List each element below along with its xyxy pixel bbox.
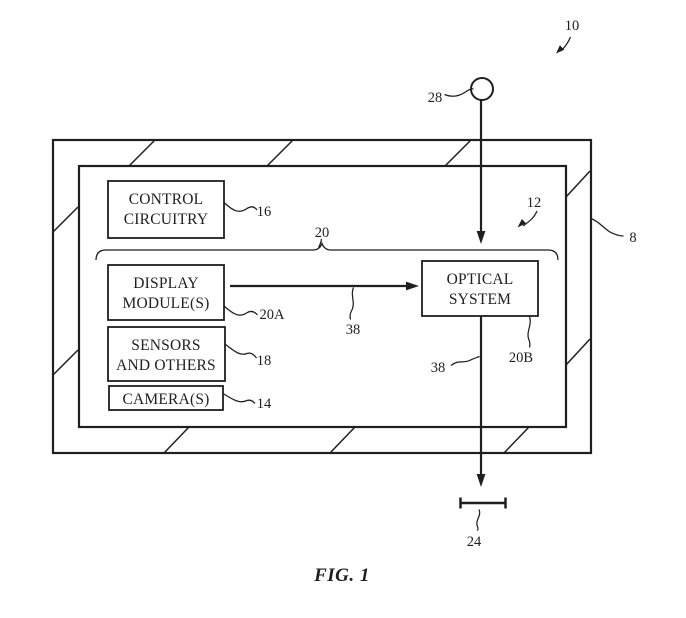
light-ray-upper-arrowhead-icon — [476, 231, 486, 244]
hatch-left-2 — [52, 349, 79, 376]
lead-line-8 — [590, 217, 624, 237]
ref-16-label: 16 — [257, 204, 272, 220]
hatch-top-3 — [444, 139, 472, 167]
lead-line-38-upper — [349, 287, 355, 320]
ref-38-upper-label: 38 — [346, 322, 361, 338]
ref-10-label: 10 — [565, 18, 580, 34]
ref-14-label: 14 — [257, 396, 272, 412]
sensors-label-line1: SENSORS — [131, 337, 200, 354]
hatch-bottom-3 — [503, 426, 530, 454]
hatch-bottom-2 — [329, 426, 356, 454]
display-to-optical-arrow — [230, 281, 419, 291]
lead-lines — [222, 88, 624, 531]
ref-20A-label: 20A — [260, 307, 286, 323]
lead-line-14 — [222, 392, 256, 404]
ref-20B-label: 20B — [509, 350, 533, 366]
hatch-left-1 — [52, 206, 79, 233]
lead-line-20 — [317, 238, 323, 248]
module-group-brace — [95, 241, 559, 261]
optical-system-box: OPTICAL SYSTEM — [421, 260, 539, 317]
light-ray-upper-arrow — [476, 100, 486, 244]
hatch-top-2 — [266, 139, 294, 167]
control-circuitry-box: CONTROL CIRCUITRY — [107, 180, 225, 239]
display-modules-label-line1: DISPLAY — [133, 275, 198, 292]
hatch-right-2 — [565, 338, 591, 366]
ref-8-label: 8 — [629, 230, 636, 246]
sensors-and-others-outline — [107, 326, 226, 382]
cameras-box: CAMERA(S) — [108, 385, 224, 411]
display-modules-label-line2: MODULE(S) — [122, 295, 209, 312]
control-circuitry-label-line1: CONTROL — [129, 191, 204, 208]
hatch-right-1 — [565, 170, 591, 198]
lead-line-28 — [444, 88, 474, 97]
cameras-label: CAMERA(S) — [122, 391, 209, 408]
housing-hatch-marks — [52, 139, 591, 454]
eye-box-symbol — [459, 497, 507, 509]
figure-caption: FIG. 1 — [313, 565, 370, 586]
ref-12-pointer-arrow — [517, 210, 538, 228]
cameras-outline — [108, 385, 224, 411]
optical-system-label-line2: SYSTEM — [449, 291, 511, 308]
object-circle — [470, 77, 494, 101]
lead-line-20A — [223, 305, 258, 316]
control-circuitry-outline — [107, 180, 225, 239]
ref-12-arrowhead-icon — [517, 219, 527, 228]
light-ray-lower-arrow — [476, 316, 486, 487]
display-to-optical-arrowhead-icon — [406, 281, 419, 291]
ref-12-pointer-tail — [522, 210, 538, 227]
housing-inner-rectangle — [77, 164, 568, 429]
hatch-top-1 — [128, 139, 156, 167]
ref-18-label: 18 — [257, 353, 272, 369]
ref-38-lower-label: 38 — [431, 360, 446, 376]
ref-24-label: 24 — [467, 534, 482, 550]
lead-line-20B — [527, 316, 531, 348]
ref-10-arrowhead-icon — [556, 45, 565, 54]
ref-28-label: 28 — [428, 90, 443, 106]
ref-20-label: 20 — [315, 225, 330, 241]
lead-line-38-lower — [450, 355, 480, 366]
ref-10-pointer-arrow — [556, 36, 572, 54]
sensors-label-line2: AND OTHERS — [116, 357, 216, 374]
housing-outer-rectangle — [51, 138, 593, 455]
lead-line-24 — [476, 509, 481, 531]
sensors-and-others-box: SENSORS AND OTHERS — [107, 326, 226, 382]
lead-line-16 — [223, 202, 258, 212]
display-modules-outline — [107, 264, 225, 321]
lead-line-18 — [224, 343, 258, 359]
display-modules-box: DISPLAY MODULE(S) — [107, 264, 225, 321]
optical-system-label-line1: OPTICAL — [447, 271, 514, 288]
control-circuitry-label-line2: CIRCUITRY — [124, 211, 208, 228]
ref-12-label: 12 — [527, 195, 542, 211]
light-ray-lower-arrowhead-icon — [476, 474, 486, 487]
hatch-bottom-1 — [163, 426, 190, 454]
